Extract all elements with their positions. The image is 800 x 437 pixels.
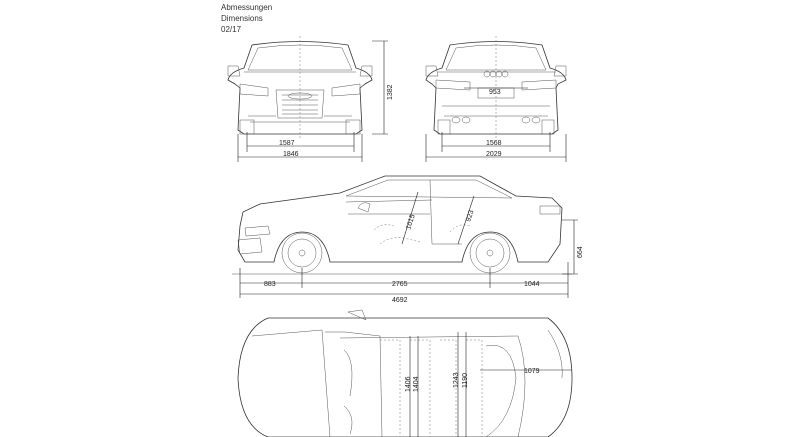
top-rear-length-label: 1079 bbox=[524, 368, 540, 375]
interior-width-1-label: 1406 bbox=[405, 376, 412, 392]
wheelbase-label: 2765 bbox=[392, 281, 408, 288]
title-german: Abmessungen bbox=[221, 3, 273, 12]
rear-track-label: 1568 bbox=[486, 140, 502, 147]
front-view bbox=[227, 36, 373, 140]
rear-view bbox=[425, 36, 567, 140]
top-dimensions: 1406 1404 1243 1190 1079 bbox=[405, 332, 572, 437]
date-code: 02/17 bbox=[221, 25, 242, 34]
front-track-label: 1587 bbox=[279, 140, 295, 147]
front-height-label: 1382 bbox=[387, 84, 394, 100]
rear-width-label: 2029 bbox=[486, 151, 502, 158]
interior-width-3-label: 1243 bbox=[453, 372, 460, 388]
interior-width-2-label: 1404 bbox=[413, 376, 420, 392]
rear-plate-width-label: 953 bbox=[489, 89, 501, 96]
rear-headroom-label: 923 bbox=[465, 209, 475, 222]
front-dimensions: 1587 1846 1382 bbox=[237, 40, 394, 162]
rear-overhang-label: 1044 bbox=[524, 281, 540, 288]
boot-height-label: 664 bbox=[577, 246, 584, 258]
top-view bbox=[237, 309, 573, 437]
interior-width-4-label: 1190 bbox=[462, 373, 469, 388]
front-headroom-label: 1015 bbox=[405, 214, 417, 231]
header: Abmessungen Dimensions 02/17 bbox=[221, 2, 272, 35]
rear-dimensions: 953 1568 2029 bbox=[425, 87, 567, 162]
front-width-label: 1846 bbox=[283, 151, 299, 158]
overall-length-label: 4692 bbox=[392, 297, 408, 304]
side-view bbox=[232, 175, 572, 275]
side-dimensions: 1015 923 664 883 2765 1044 4692 bbox=[239, 209, 584, 304]
front-overhang-label: 883 bbox=[264, 281, 276, 288]
title-english: Dimensions bbox=[221, 14, 263, 23]
